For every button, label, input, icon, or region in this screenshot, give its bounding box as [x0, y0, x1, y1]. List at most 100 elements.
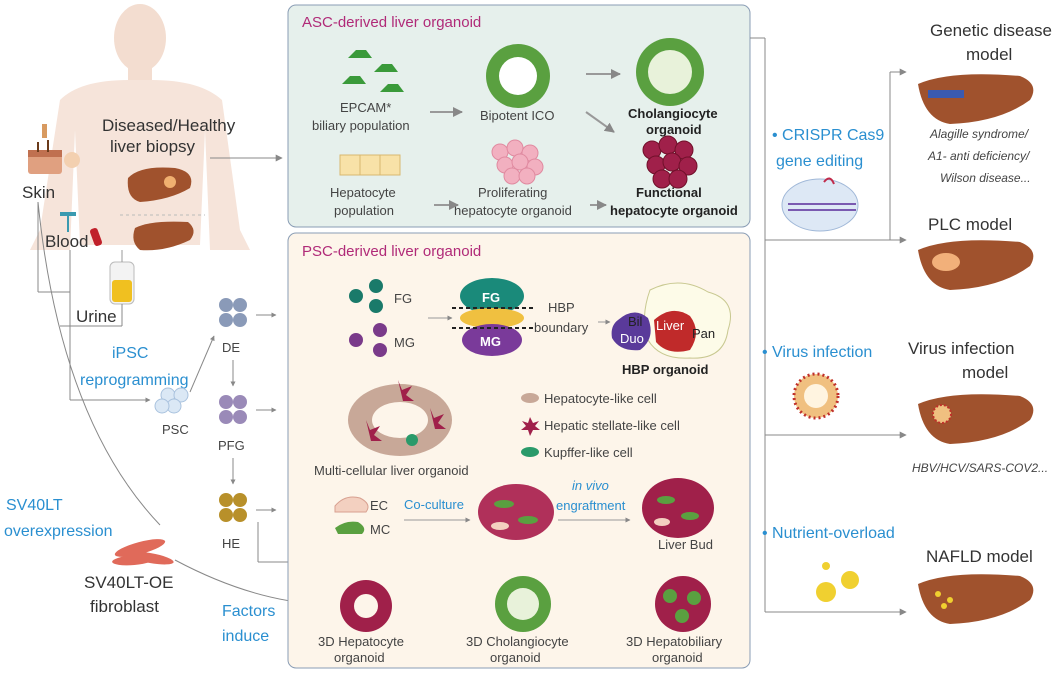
model-connectors [750, 37, 907, 616]
mc-label: MC [370, 522, 390, 537]
bil-label: Bil [628, 314, 643, 329]
pan-label: Pan [692, 326, 715, 341]
virus-example: HBV/HCV/SARS-COV2... [912, 461, 1048, 475]
genetic-example-2: A1- anti deficiency/ [927, 149, 1031, 163]
hepbil3d-label-line2: organoid [652, 650, 703, 665]
prolif-label-line1: Proliferating [478, 185, 547, 200]
legend-stellate-icon [521, 417, 540, 436]
psc-label: PSC [162, 422, 189, 437]
nutrient-label: • Nutrient-overload [762, 525, 895, 542]
hbp-organoid-icon [611, 282, 731, 359]
asc-box [287, 4, 751, 228]
cholangiocyte-label-line2: organoid [646, 122, 702, 137]
duo-label: Duo [620, 331, 644, 346]
source-connectors [37, 154, 319, 608]
legend-kupffer-icon [521, 447, 539, 457]
hep3d-label-line1: 3D Hepatocyte [318, 634, 404, 649]
chol3d-label-line2: organoid [490, 650, 541, 665]
ec-label: EC [370, 498, 388, 513]
virus-model-line1: Virus infection [908, 339, 1014, 358]
proliferating-organoid-icon [491, 139, 544, 185]
liver-label: Liver [656, 318, 685, 333]
fg-mg-assembly-icon [452, 278, 534, 356]
prolif-label-line2: hepatocyte organoid [454, 203, 572, 218]
biopsy-label-line2: liver biopsy [110, 137, 196, 156]
hep-pop-label-line2: population [334, 203, 394, 218]
skin-sample-icon [28, 124, 80, 174]
functional-label-line1: Functional [636, 185, 702, 200]
fg-cells-icon [349, 279, 383, 313]
hbp-organoid-label: HBP organoid [622, 362, 708, 377]
genetic-title-line2: model [966, 45, 1012, 64]
hepbil3d-label-line1: 3D Hepatobiliary [626, 634, 723, 649]
mg-label: MG [394, 335, 415, 350]
hep-pop-label-line1: Hepatocyte [330, 185, 396, 200]
functional-organoid-icon [642, 135, 698, 189]
fg-label: FG [394, 291, 412, 306]
multicell-label: Multi-cellular liver organoid [314, 463, 469, 478]
hbp-label-line1: HBP [548, 300, 575, 315]
de-label: DE [222, 340, 240, 355]
tumor-icon [932, 253, 960, 271]
dna-icon [928, 90, 964, 98]
sv40lt-label-line2: overexpression [4, 523, 113, 540]
hepbil3d-organoid-icon [655, 576, 711, 632]
ipsc-label-line1: iPSC [112, 345, 148, 362]
he-cells-icon [219, 493, 247, 522]
genetic-liver-icon [918, 74, 1034, 124]
hbp-label-line2: boundary [534, 320, 589, 335]
mc-cell-icon [335, 521, 365, 534]
legend-hepatocyte-icon [521, 393, 539, 403]
bipotent-ico-icon [486, 44, 550, 108]
legend-stellate-label: Hepatic stellate-like cell [544, 418, 680, 433]
urine-label: Urine [76, 307, 117, 326]
urine-bag-icon [109, 250, 135, 305]
coculture-label: Co-culture [404, 497, 464, 512]
psc-cells-icon [154, 387, 189, 414]
crispr-label-line2: gene editing [776, 153, 863, 170]
lipid-droplets-icon [816, 562, 859, 602]
invivo-label-line2: engraftment [556, 498, 626, 513]
plc-liver-icon [918, 240, 1034, 290]
mg-cells-icon [349, 323, 387, 357]
crispr-cas9-icon [781, 177, 859, 232]
pfg-label: PFG [218, 438, 245, 453]
fibroblast-label-line2: fibroblast [90, 597, 159, 616]
ec-cell-icon [334, 496, 369, 513]
functional-label-line2: hepatocyte organoid [610, 203, 738, 218]
liver-bud-icon [642, 478, 714, 538]
genetic-example-3: Wilson disease... [940, 171, 1031, 185]
asc-arrows [430, 69, 621, 210]
biopsy-label-line1: Diseased/Healthy [102, 116, 236, 135]
hepatocyte-population-icon [339, 154, 401, 176]
epcam-label-line1: EPCAM* [340, 100, 391, 115]
plc-title: PLC model [928, 215, 1012, 234]
multicellular-organoid-icon [348, 380, 452, 456]
genetic-example-1: Alagille syndrome/ [929, 127, 1030, 141]
human-body-illustration [30, 4, 250, 250]
liver-virus-icon [932, 404, 952, 424]
mg-assembly-label: MG [480, 334, 501, 349]
invivo-label-line1: in vivo [572, 478, 609, 493]
epcam-cells-icon [342, 50, 404, 92]
blood-syringe-icon [60, 212, 102, 246]
nafld-title: NAFLD model [926, 547, 1033, 566]
pfg-cells-icon [219, 395, 247, 424]
coculture-mass-icon [478, 484, 554, 540]
body-liver-icon [127, 167, 192, 202]
virus-model-line2: model [962, 363, 1008, 382]
blood-label: Blood [45, 232, 88, 251]
hep3d-organoid-icon [340, 580, 392, 632]
fibroblast-icon [112, 539, 174, 566]
factors-label-line2: induce [222, 628, 269, 645]
hep3d-label-line2: organoid [334, 650, 385, 665]
psc-title: PSC-derived liver organoid [302, 243, 481, 260]
fg-assembly-label: FG [482, 290, 500, 305]
chol3d-label-line1: 3D Cholangiocyte [466, 634, 569, 649]
biopsy-liver-icon [133, 221, 194, 251]
legend-kupffer-label: Kupffer-like cell [544, 445, 633, 460]
cholangiocyte-organoid-icon [636, 38, 704, 106]
crispr-label-line1: • CRISPR Cas9 [772, 127, 884, 144]
nafld-liver-icon [918, 574, 1034, 624]
